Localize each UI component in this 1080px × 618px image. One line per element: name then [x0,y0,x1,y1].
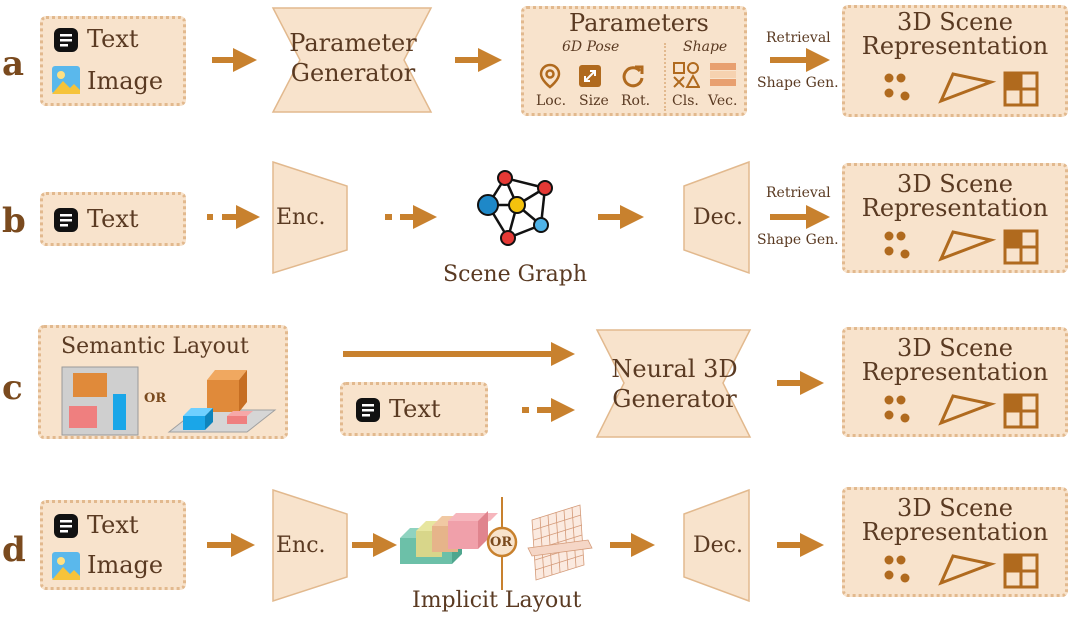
input-box-b: Text [40,192,186,246]
loc-label: Loc. [536,93,567,109]
decoder-d-shape [683,488,750,603]
semantic-layout-label: Semantic Layout [61,334,249,359]
encoder-label-b: Enc. [276,205,326,230]
implicit-layout-label: Implicit Layout [412,588,582,613]
retrieval-label-a: Retrieval [766,30,831,46]
encoder-b-shape [272,160,348,275]
pose-label: 6D Pose [562,39,620,55]
scene-graph-icon [477,170,553,246]
image-icon [52,66,80,94]
row-letter-b: b [2,201,26,241]
input-text-label: Text [87,205,139,233]
or-label-d: OR [490,535,513,550]
vec-label: Vec. [708,93,738,109]
output-box-b: 3D Scene Representation [842,163,1068,273]
rot-label: Rot. [621,93,651,109]
input-text-label: Text [389,395,441,423]
row-letter-d: d [2,530,26,570]
params-divider [664,43,666,111]
rotate-icon [622,65,644,88]
parameters-title: Parameters [569,9,709,37]
shape-gen-label-b: Shape Gen. [757,232,839,248]
class-shapes-icon [673,62,700,88]
shape-label: Shape [683,39,728,55]
output-box-a: 3D Scene Representation [842,5,1068,117]
output-box-c: 3D Scene Representation [842,327,1068,437]
output-label-b: 3D Scene Representation [861,170,1049,222]
parameters-box: Parameters 6D Pose Shape Loc. Size Rot. … [521,6,747,116]
scene-repr-icons-b [884,229,1039,265]
row-letter-a: a [2,44,25,84]
input-box-c: Text [340,382,488,436]
output-label-a: 3D Scene Representation [861,8,1049,60]
text-icon [356,398,380,422]
neural-generator-shape [595,329,752,438]
output-box-d: 3D Scene Representation [842,487,1068,597]
size-label: Size [579,93,609,109]
output-label-d: 3D Scene Representation [861,494,1049,546]
scene-repr-icons-d [884,553,1039,589]
triplane-grid-icon [527,504,593,581]
vector-icon [710,63,736,86]
decoder-label-b: Dec. [693,205,743,230]
parameter-generator-label: Parameter Generator [289,29,417,87]
input-box-d: Text Image [40,500,186,590]
scene-repr-icons-c [884,393,1039,429]
text-icon [54,28,78,52]
or-label-c: OR [144,391,167,406]
cls-label: Cls. [672,93,699,109]
input-box-a: Text Image [40,16,186,106]
decoder-label-d: Dec. [693,533,743,558]
3d-layout-icon [167,370,277,433]
location-pin-icon [539,63,561,89]
encoder-d-shape [272,488,348,603]
parameter-generator-shape [271,7,433,113]
input-text-label: Text [87,511,139,539]
resize-icon [579,65,601,87]
input-text-label: Text [87,25,139,53]
latent-token-stack-icon [400,511,498,564]
text-icon [54,208,78,232]
input-image-label: Image [87,551,164,579]
2d-layout-icon [61,366,139,436]
retrieval-label-b: Retrieval [766,185,831,201]
output-label-c: 3D Scene Representation [861,334,1049,386]
scene-graph-label: Scene Graph [443,262,588,287]
image-icon [52,552,80,580]
neural-generator-label: Neural 3D Generator [611,355,738,413]
scene-repr-icons-a [884,71,1039,107]
encoder-label-d: Enc. [276,533,326,558]
row-letter-c: c [2,368,23,408]
input-image-label: Image [87,67,164,95]
decoder-b-shape [683,160,750,275]
shape-gen-label-a: Shape Gen. [757,75,839,91]
text-icon [54,514,78,538]
semantic-layout-box: Semantic Layout [38,325,288,439]
